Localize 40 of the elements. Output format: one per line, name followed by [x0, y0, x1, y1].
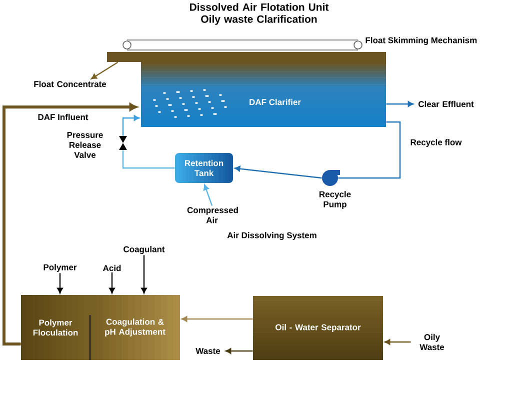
flow-label: Coagulant: [124, 246, 165, 254]
node-label: Coagulation & pH Adjustment: [105, 318, 166, 336]
valve-label: Pressure Release Valve: [67, 132, 103, 158]
flow-arrow: [122, 115, 140, 136]
flow-arrow: [384, 339, 411, 345]
system-label: Air Dissolving System: [227, 232, 316, 240]
retention-tank: Retention Tank: [175, 153, 233, 183]
flow-label: Clear Effluent: [418, 100, 474, 108]
flocculation-tank: Polymer Floculation: [21, 295, 90, 360]
flow-label: Oily Waste: [420, 334, 444, 350]
flow-arrow: [386, 101, 414, 107]
skimmer-label: Float Skimming Mechanism: [366, 37, 477, 45]
flow-label: Waste: [196, 348, 220, 354]
edge-label: Recycle flow: [409, 138, 463, 148]
flow-arrow: [226, 348, 253, 354]
flow-arrow: [109, 272, 115, 294]
node-label: Oil - Water Separator: [276, 324, 361, 332]
flow-arrow: [57, 273, 63, 294]
node-label: Retention Tank: [184, 160, 224, 176]
flow-arrow: [182, 316, 253, 322]
node-label: DAF Clarifier: [250, 98, 301, 106]
flow-label: Polymer: [44, 264, 77, 272]
flow-label: Compressed Air: [187, 206, 238, 224]
equipment-label: Recycle Pump: [320, 191, 351, 209]
valve-symbol: [119, 136, 127, 150]
edge-label: DAF Influent: [36, 112, 90, 122]
flow-arrow: [2, 103, 138, 346]
title: Dissolved Air Flotation Unit Oily waste Clarification: [190, 3, 329, 25]
flow-label: Acid: [103, 264, 121, 272]
clarifier-tank: DAF Clarifier: [141, 62, 386, 127]
flow-arrow: [91, 62, 118, 80]
flow-arrow: [141, 255, 147, 294]
coagulation-tank: Coagulation & pH Adjustment: [90, 295, 180, 360]
flow-label: Float Concentrate: [34, 80, 106, 88]
flow-arrow: [234, 166, 322, 179]
node-label: Polymer Floculation: [33, 319, 78, 336]
pump-symbol: [322, 170, 340, 186]
float-trough: [107, 52, 386, 62]
separator-tank: Oil - Water Separator: [253, 296, 383, 360]
flow-arrow: [203, 184, 213, 206]
